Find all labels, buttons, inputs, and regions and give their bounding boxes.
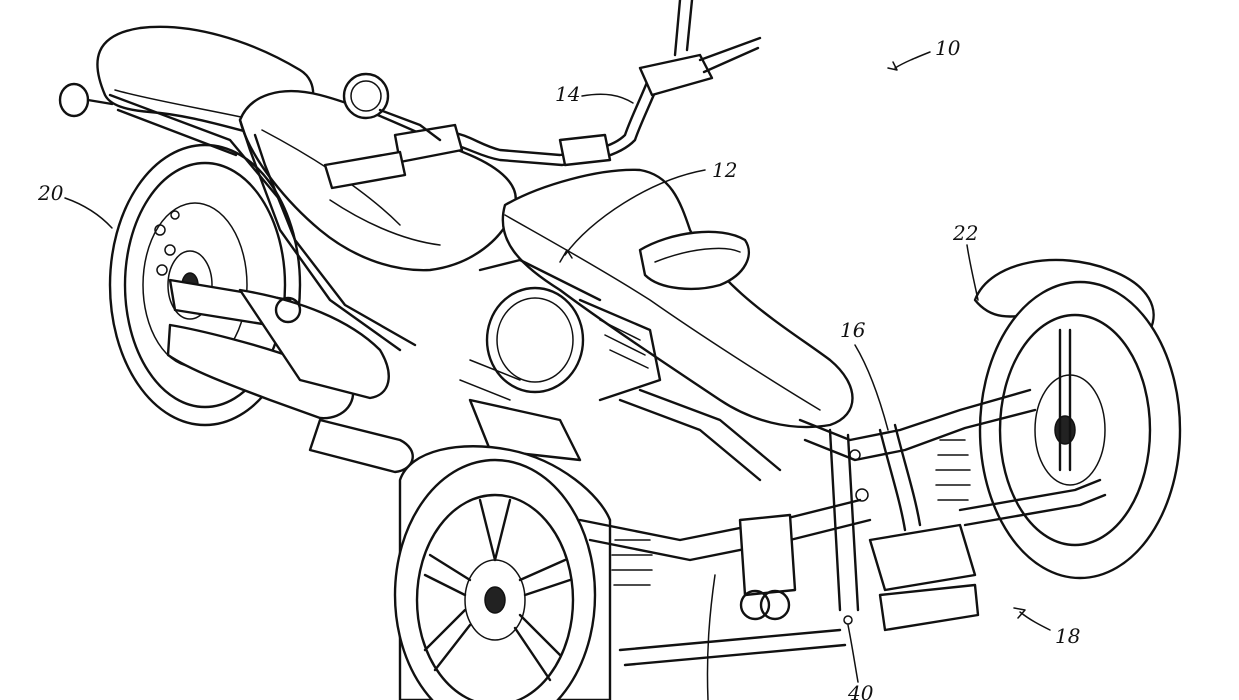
left-front-wheel <box>393 445 612 700</box>
leader-line-unlabeled <box>706 574 716 700</box>
leader-line-40 <box>847 624 859 683</box>
ref-10: 10 <box>935 36 961 60</box>
right-front-wheel <box>973 258 1182 580</box>
ref-14: 14 <box>555 82 580 106</box>
handlebar <box>323 0 762 190</box>
arrowhead-18 <box>1013 607 1026 619</box>
frame-tubes <box>108 93 417 352</box>
arrowhead-12 <box>559 249 573 263</box>
ref-18: 18 <box>1055 624 1080 648</box>
ref-40: 40 <box>847 681 874 700</box>
ref-22: 22 <box>952 221 978 245</box>
leader-line-18 <box>1019 611 1051 631</box>
engine <box>459 258 782 482</box>
leader-line-14 <box>581 93 634 104</box>
leader-line-10 <box>894 51 931 69</box>
ref-20: 20 <box>37 181 64 205</box>
leader-line-20 <box>64 197 113 229</box>
exhaust-and-swingarm <box>166 278 414 474</box>
fuel-tank-body <box>501 168 854 429</box>
front-suspension <box>578 388 1107 667</box>
ref-12: 12 <box>712 158 737 182</box>
tail-light <box>58 82 114 118</box>
leader-line-22 <box>966 244 979 301</box>
leader-line-12 <box>564 169 706 256</box>
leader-line-16 <box>854 344 889 431</box>
reference-labels: 10 12 14 16 18 20 22 40 <box>37 36 1080 700</box>
ref-16: 16 <box>840 318 866 342</box>
arrowhead-10 <box>887 61 898 71</box>
